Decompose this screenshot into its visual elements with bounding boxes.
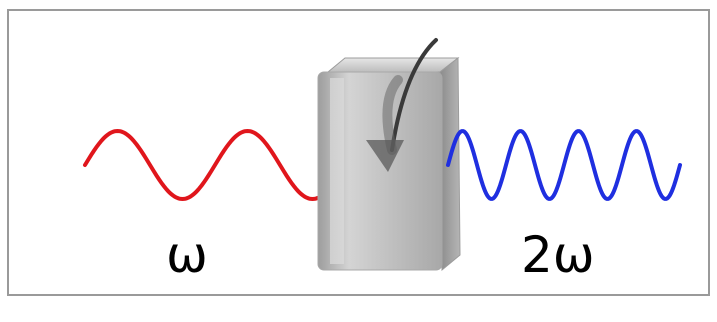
output-frequency-label: 2ω (521, 226, 595, 284)
input-wave-red (83, 128, 347, 202)
nonlinear-crystal (317, 56, 461, 272)
rotation-arrow-icon (366, 38, 438, 172)
input-frequency-label: ω (166, 226, 208, 284)
output-wave-blue (446, 129, 682, 201)
